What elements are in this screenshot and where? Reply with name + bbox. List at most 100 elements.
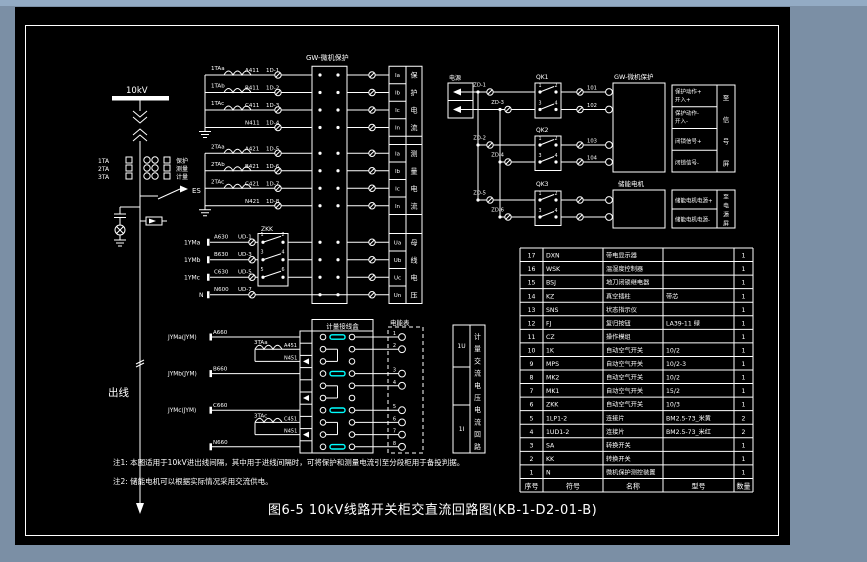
- wire-label: A411: [245, 68, 259, 74]
- wire-label: C451: [284, 416, 297, 422]
- breaker-icon: [132, 128, 148, 136]
- meter-terminal-number: 2: [393, 343, 396, 349]
- wire-label: A451: [284, 343, 297, 349]
- fuse-label: ZD-1: [473, 83, 486, 89]
- bom-cell-name: 带电显示器: [606, 252, 638, 260]
- ct-phase-label: 2TAb: [211, 162, 225, 168]
- bom-cell-name: 自动空气开关: [606, 387, 643, 395]
- terminal-label: 1D-4: [266, 121, 280, 127]
- signal-table-vertical-label: 至: [723, 94, 730, 102]
- signal-row-text: 闭锁信号+: [675, 137, 702, 145]
- analog-group-label: 流: [411, 123, 418, 132]
- side-table-vertical-label: 回: [474, 431, 481, 439]
- bom-cell-qty: 1: [742, 361, 746, 368]
- analog-cell: Uc: [394, 275, 401, 281]
- bom-cell-qty: 2: [742, 429, 746, 436]
- side-table-vertical-label: 计: [474, 332, 481, 341]
- bom-cell-no: 17: [528, 253, 536, 260]
- motor-table-vertical-label: 源: [723, 211, 729, 219]
- analog-cell: Ib: [395, 91, 401, 97]
- bom-cell-model: 15/2: [666, 388, 680, 395]
- control-circuit: 电源 QK1 QK2 QK3 GW-微机保护 储能电机 ZD-1ZD-3ZD-2…: [447, 72, 736, 229]
- drawing-canvas[interactable]: 10kV 1TA 2TA 3TA 保护 测量 计量 ES 出线 GW-微机保护 …: [15, 7, 790, 545]
- bom-cell-qty: 1: [742, 402, 746, 409]
- bom-cell-symbol: FJ: [546, 320, 552, 327]
- analog-cell: Ua: [394, 240, 401, 246]
- side-table-vertical-label: 压: [474, 394, 481, 402]
- ct-use-label: 计量: [176, 173, 188, 181]
- voltage-row-label: JYMb(JYM): [167, 372, 197, 378]
- analog-group-label: 流: [411, 201, 418, 210]
- analog-cell: Ia: [395, 73, 400, 79]
- bom-cell-symbol: MK2: [546, 375, 559, 382]
- analog-group-label: 压: [411, 291, 418, 299]
- meter-terminal-number: 1: [393, 331, 396, 337]
- ct-label: 1TA: [98, 158, 110, 165]
- control-switch-label: QK3: [536, 181, 549, 188]
- bom-cell-symbol: SA: [546, 442, 555, 449]
- control-switch-label: QK1: [536, 74, 549, 81]
- signal-row-text: 保护动作+: [675, 88, 702, 96]
- fuse-label: ZD-3: [491, 100, 504, 106]
- bom-cell-model: LA39-11 绿: [666, 319, 701, 327]
- bom-cell-no: 7: [530, 388, 534, 395]
- ct-label: 3TA: [98, 174, 110, 181]
- bom-cell-model: 10/2: [666, 347, 680, 354]
- energy-meter-header: 电能表: [390, 318, 410, 327]
- bom-cell-no: 14: [528, 293, 536, 300]
- terminal-label: UD-7: [238, 287, 252, 293]
- bom-cell-name: 地刀闭锁继电器: [606, 279, 650, 287]
- analog-cell: Un: [394, 293, 402, 299]
- bom-header: 数量: [737, 482, 751, 491]
- bom-cell-no: 5: [530, 415, 534, 422]
- side-table-vertical-label: 量: [474, 345, 481, 353]
- terminal-label: UD-3: [238, 252, 252, 258]
- earth-switch-label: ES: [192, 187, 201, 195]
- terminal-label: UD-5: [238, 269, 252, 275]
- bom-header: 名称: [626, 482, 640, 491]
- wire-label: B411: [245, 86, 259, 92]
- bom-cell-qty: 1: [742, 442, 746, 449]
- control-switch-box: [534, 135, 562, 171]
- side-table-vertical-label: 路: [474, 442, 481, 451]
- bom-cell-qty: 1: [742, 334, 746, 341]
- wire-label: N451: [284, 355, 297, 361]
- ct-phase-label: 2TAa: [211, 144, 225, 150]
- terminal-label: 1D-6: [266, 164, 280, 170]
- wire-number: 104: [587, 156, 598, 162]
- analog-group-label: 电: [411, 184, 418, 193]
- ct-label: 2TA: [98, 166, 110, 173]
- breaker-icon: [132, 110, 148, 118]
- analog-group-label: 母: [411, 239, 418, 247]
- terminal-strip-box: [311, 65, 348, 304]
- bom-cell-no: 1: [530, 469, 534, 476]
- junction-box-header: 计量接线盒: [326, 322, 359, 331]
- bom-cell-name: 状态指示仪: [606, 306, 637, 314]
- motor-table-vertical-label: 屏: [723, 221, 729, 228]
- bom-cell-no: 8: [530, 375, 534, 382]
- bom-cell-symbol: 1LP1-2: [546, 415, 567, 422]
- wire-label: N451: [284, 429, 297, 435]
- metering-side-table: [452, 324, 486, 454]
- terminal-label: 1D-8: [266, 199, 280, 205]
- bom-cell-qty: 1: [742, 293, 746, 300]
- bom-cell-symbol: KK: [546, 456, 555, 463]
- contact-number: 3: [538, 101, 541, 107]
- analog-cell: Ub: [394, 258, 402, 264]
- motor-row-text: 储能电机电源+: [675, 197, 713, 205]
- bom-cell-no: 3: [530, 442, 534, 449]
- signal-table-vertical-label: 号: [723, 138, 730, 146]
- contact-number: 2: [554, 83, 557, 89]
- motor-table-vertical-label: 电: [723, 202, 729, 210]
- schematic: 10kV 1TA 2TA 3TA 保护 测量 计量 ES 出线 GW-微机保护 …: [25, 25, 779, 536]
- analog-group-label: 保: [411, 71, 418, 80]
- bom-cell-model: 10/2-3: [666, 361, 686, 368]
- motor-header: 储能电机: [618, 179, 645, 188]
- wire-label: N411: [245, 121, 260, 127]
- bom-cell-name: 微机保护测控装置: [606, 468, 656, 476]
- bom-cell-qty: 1: [742, 456, 746, 463]
- control-switch-label: QK2: [536, 127, 549, 134]
- signal-row-text: 保护动作-: [675, 109, 699, 117]
- bom-cell-symbol: ZKK: [546, 402, 559, 409]
- bom-cell-qty: 2: [742, 415, 746, 422]
